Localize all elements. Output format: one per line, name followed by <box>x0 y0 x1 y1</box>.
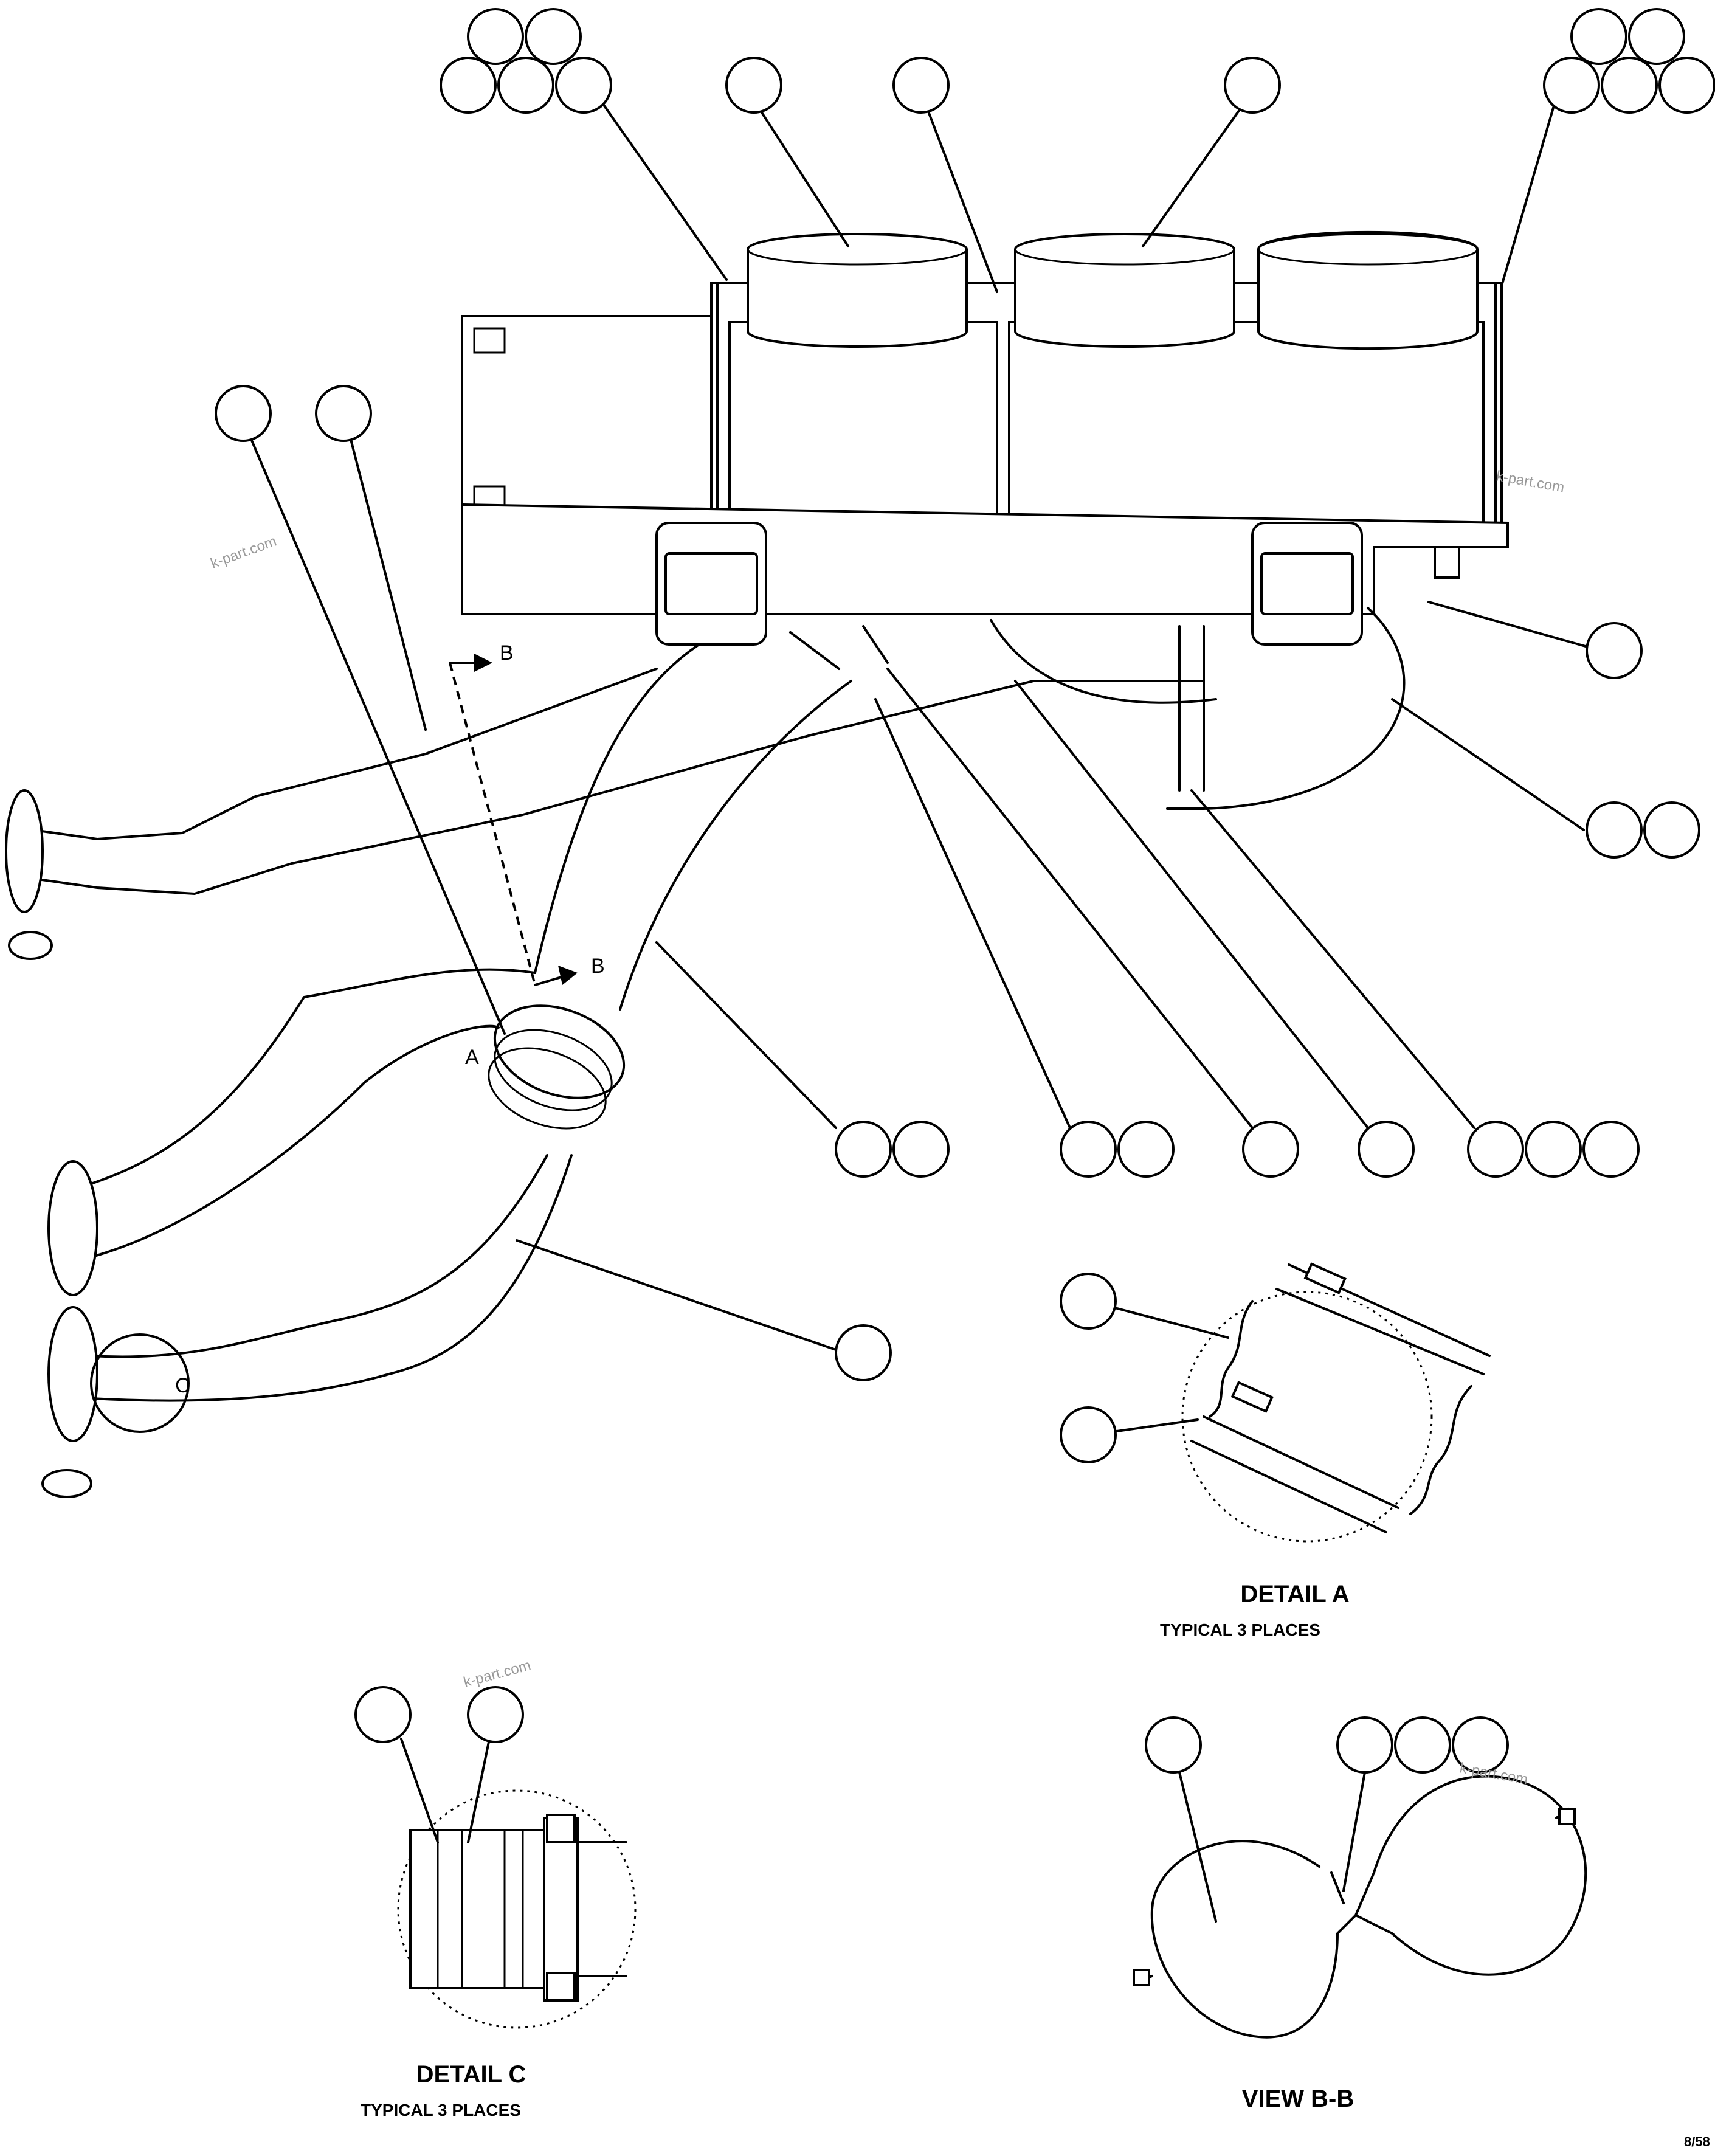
balloon <box>1060 1273 1117 1330</box>
balloon <box>1525 1121 1582 1178</box>
detail-a-caption: DETAIL A <box>1240 1581 1349 1608</box>
detail-a-subcaption: TYPICAL 3 PLACES <box>1160 1620 1320 1639</box>
watermark: k-part.com <box>209 533 279 572</box>
balloon <box>467 8 524 65</box>
balloon <box>835 1121 892 1178</box>
balloon <box>1358 1121 1415 1178</box>
sheet-id: 8/58 <box>1684 2134 1710 2149</box>
balloon <box>555 57 612 114</box>
watermark: k-part.com <box>462 1657 533 1690</box>
balloon <box>1145 1716 1202 1774</box>
detail-c-caption: DETAIL C <box>416 2061 526 2088</box>
aftertreatment-assembly <box>461 230 1509 646</box>
balloon <box>1242 1121 1299 1178</box>
leader-lines <box>248 84 1591 1923</box>
balloon <box>835 1324 892 1381</box>
detail-c-marker: C <box>175 1374 190 1397</box>
balloon <box>1467 1121 1524 1178</box>
balloon <box>440 57 497 114</box>
detail-c-callout-circle <box>90 1333 190 1433</box>
balloon <box>1586 801 1643 859</box>
detail-c <box>397 1789 637 2029</box>
balloon <box>315 385 372 442</box>
balloon <box>1601 57 1658 114</box>
detail-a-marker: A <box>465 1046 479 1069</box>
coupling-a <box>488 1004 626 1130</box>
watermark: k-part.com <box>1495 468 1565 496</box>
balloon <box>1394 1716 1451 1774</box>
detail-c-subcaption: TYPICAL 3 PLACES <box>361 2101 521 2120</box>
view-bb <box>1133 1775 1587 2039</box>
section-b-label-bottom: B <box>591 955 605 978</box>
balloon <box>1060 1121 1117 1178</box>
balloon <box>1060 1406 1117 1463</box>
balloon <box>1658 57 1715 114</box>
balloon <box>497 57 554 114</box>
balloon <box>1643 801 1700 859</box>
balloon <box>725 57 782 114</box>
balloon <box>354 1686 412 1743</box>
balloon <box>892 57 950 114</box>
balloon <box>215 385 272 442</box>
view-bb-caption: VIEW B-B <box>1242 2085 1354 2112</box>
item-balloons <box>215 8 1715 1774</box>
exhaust-pipes <box>5 607 1406 1498</box>
balloon <box>1543 57 1600 114</box>
balloon <box>1336 1716 1393 1774</box>
balloon <box>1452 1716 1509 1774</box>
balloon <box>1582 1121 1640 1178</box>
balloon <box>1570 8 1627 65</box>
balloon <box>1117 1121 1175 1178</box>
balloon <box>525 8 582 65</box>
detail-a <box>1181 1262 1491 1543</box>
balloon <box>1628 8 1685 65</box>
balloon <box>1586 622 1643 679</box>
balloon <box>467 1686 524 1743</box>
balloon <box>1224 57 1281 114</box>
balloon <box>892 1121 950 1178</box>
section-b-label-top: B <box>500 641 514 665</box>
